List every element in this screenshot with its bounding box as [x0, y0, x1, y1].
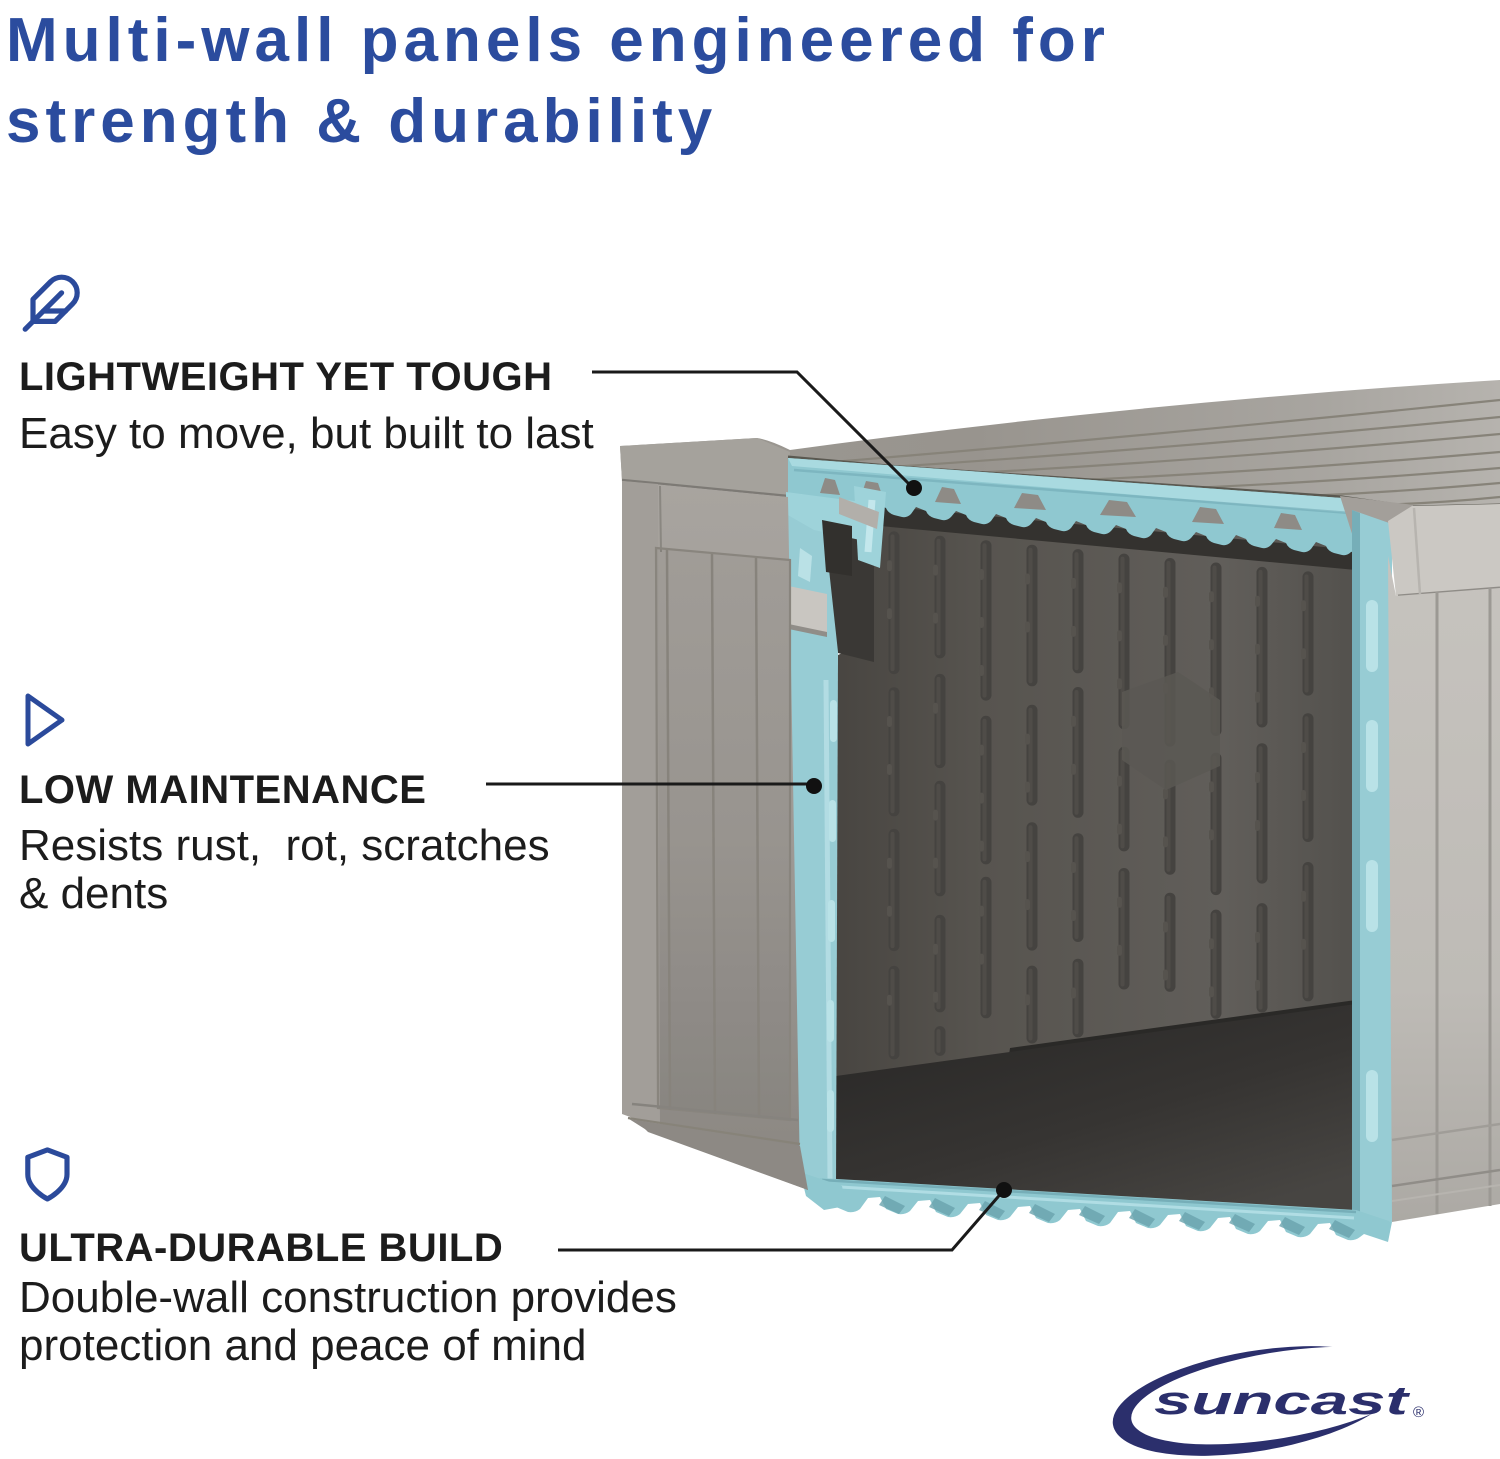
svg-text:®: ®	[1413, 1404, 1424, 1421]
svg-text:suncast: suncast	[1154, 1378, 1411, 1423]
